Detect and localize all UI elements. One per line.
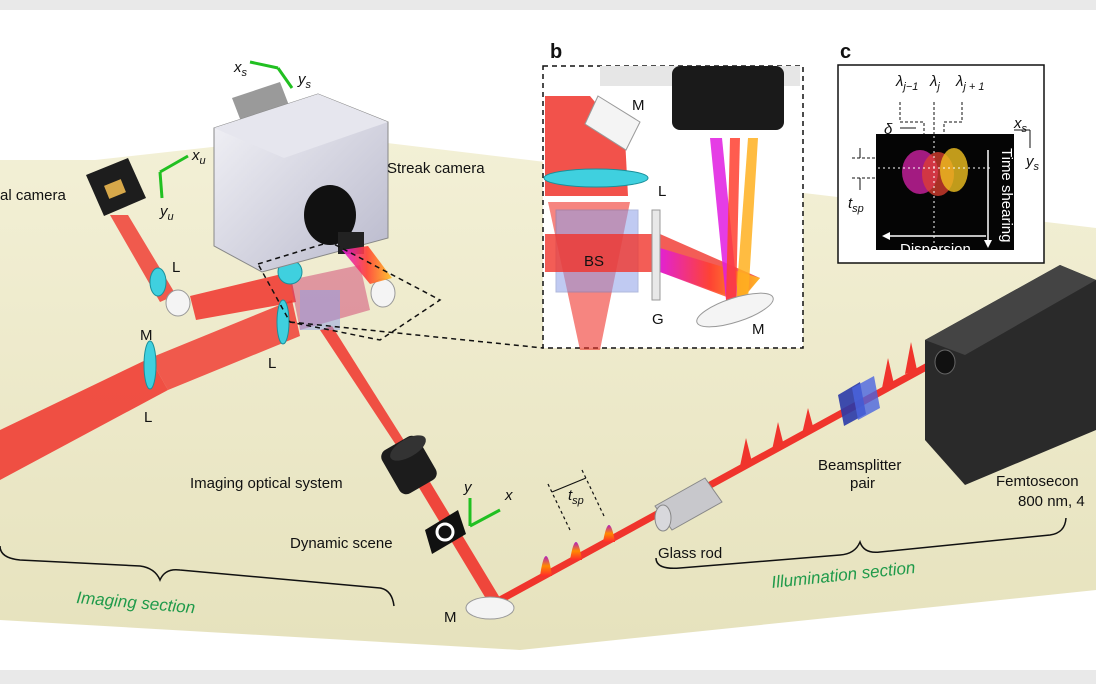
axis-y-label: y	[463, 479, 473, 496]
glass-rod-label: Glass rod	[658, 545, 722, 562]
scene-axes	[468, 498, 501, 528]
glass-rod	[654, 477, 723, 532]
zoom-connector	[289, 321, 544, 349]
dynamic-scene-label: Dynamic scene	[290, 535, 393, 552]
dispersion-label: Dispersion	[900, 241, 971, 258]
mirror-label-1: M	[140, 327, 153, 344]
delta-label: δ	[884, 121, 893, 138]
tsp-label: tsp	[568, 487, 584, 507]
panel-b-g: G	[652, 311, 664, 328]
laser-label-2: 800 nm, 4	[1018, 493, 1085, 510]
lens-label-3: L	[144, 409, 152, 426]
beamsplitter-pair	[838, 376, 880, 426]
beam-to-scene	[418, 482, 500, 602]
lambda-j-label: λj	[929, 73, 940, 93]
panel-b-mirror-top: M	[632, 97, 645, 114]
lens-L-center	[276, 299, 290, 345]
ccd-axes	[158, 154, 189, 199]
time-shearing-label: Time shearing	[998, 148, 1015, 242]
zoom-region	[256, 241, 442, 341]
mirror-label-bottom: M	[444, 609, 457, 626]
lens-label-2: L	[268, 355, 276, 372]
ccd-camera	[86, 158, 146, 216]
dynamic-scene-target	[425, 510, 466, 554]
lens-L-lower	[143, 340, 157, 390]
panel-c-ys-label: ys	[1025, 153, 1040, 173]
imaging-section-bracket	[0, 545, 395, 607]
lens-L-ccd	[149, 267, 167, 297]
optical-setup-diagram: Streak camera al camera L M L L Imaging …	[0, 41, 1096, 650]
streak-camera	[213, 82, 389, 273]
axis-xs-label: xs	[233, 59, 248, 79]
mirror-bottom	[465, 596, 515, 620]
lens-label-1: L	[172, 259, 180, 276]
lambda-next-label: λj + 1	[955, 73, 985, 93]
panel-b	[542, 65, 804, 350]
axis-xu-label: xu	[191, 147, 206, 167]
axis-yu-label: yu	[159, 203, 174, 223]
imaging-optics-lens	[381, 435, 437, 495]
panel-b-bs: BS	[584, 253, 604, 270]
laser-beam-middle	[150, 300, 300, 390]
beamsplitter-label: Beamsplitter	[818, 457, 901, 474]
panel-c-tsp-label: tsp	[848, 195, 864, 215]
mirror-M-left	[165, 289, 191, 317]
laser-label: Femtosecon	[996, 473, 1079, 490]
tsp-arrow	[551, 477, 587, 493]
illumination-section-bracket	[655, 517, 1067, 570]
mirror-M-streak	[370, 278, 396, 308]
panel-b-mirror-bottom: M	[752, 321, 765, 338]
pulse-train	[540, 342, 917, 576]
panel-b-letter: b	[550, 41, 562, 63]
laser-beam-left	[0, 358, 168, 480]
panel-c-letter: c	[840, 41, 851, 63]
beamsplitter-label-2: pair	[850, 475, 875, 492]
imaging-optical-system-label: Imaging optical system	[190, 475, 343, 492]
lambda-prev-label: λj−1	[895, 73, 918, 93]
figure-card: Streak camera al camera L M L L Imaging …	[0, 10, 1096, 670]
streak-camera-label: Streak camera	[387, 160, 485, 177]
panel-c-xs-label: xs	[1013, 115, 1028, 135]
streak-axes	[249, 60, 294, 89]
spectral-image-yellow	[940, 148, 968, 192]
panel-b-lens: L	[658, 183, 666, 200]
femtosecond-laser	[925, 265, 1096, 485]
beamsplitter-cube	[300, 290, 340, 330]
panel-c	[837, 64, 1045, 264]
axis-ys-label: ys	[297, 71, 312, 91]
ccd-camera-label: al camera	[0, 187, 67, 204]
beam-to-imaging-optics	[320, 326, 410, 454]
axis-x-label: x	[504, 487, 513, 504]
